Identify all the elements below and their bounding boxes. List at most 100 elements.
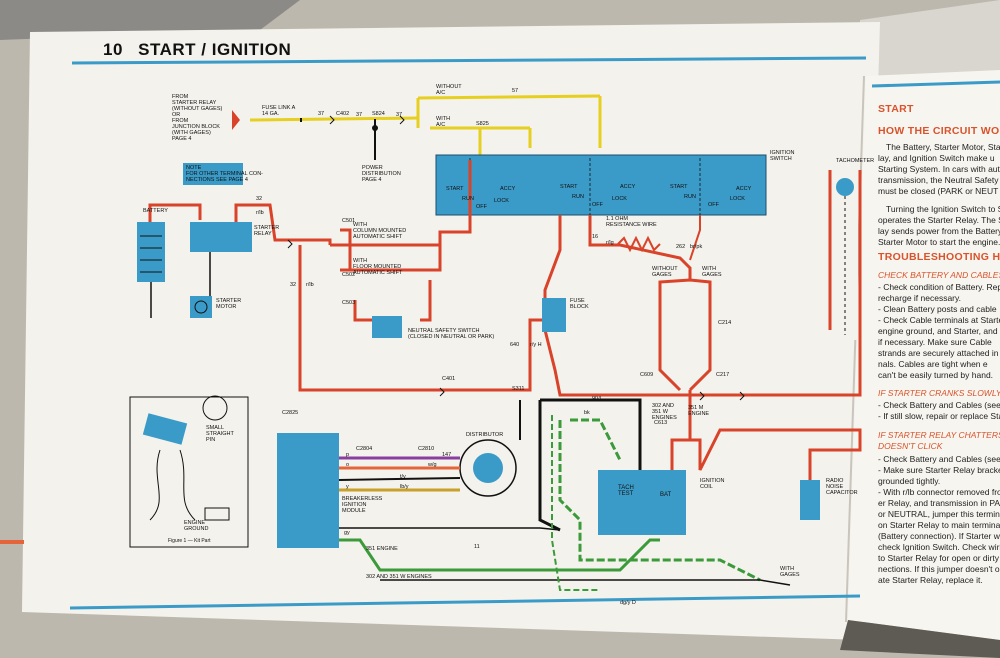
check-line: nals. Cables are tight when e [878, 359, 988, 369]
wire-ty: t/y [400, 474, 406, 480]
yellow-wire [249, 116, 419, 122]
label-starter-relay: STARTER RELAY [254, 225, 280, 237]
wire-wg: w/g [428, 462, 437, 468]
label-without-ac: WITHOUT A/C [436, 84, 462, 96]
page-title: START / IGNITION [138, 40, 292, 59]
switch-accy-1: ACCY [500, 186, 516, 192]
note-text: NOTE FOR OTHER TERMINAL CON- NECTIONS SE… [186, 165, 264, 183]
switch-start-3: START [670, 184, 688, 190]
label-power-distribution: POWER DISTRIBUTION PAGE 4 [362, 165, 401, 183]
circuit-line: transmission, the Neutral Safety [878, 175, 999, 185]
wire-904: 904 [592, 396, 602, 402]
label-302-351w: 302 AND 351 W ENGINES [652, 403, 677, 421]
wire-s311: S311 [512, 386, 525, 392]
check-line: - Check Cable terminals at Starter R [878, 315, 1000, 325]
starter-relay-body [190, 222, 252, 252]
switch-off-1: OFF [476, 204, 487, 210]
wire-rlg-a: r/lg [606, 240, 614, 246]
wire-p: p [346, 452, 350, 458]
wire-32b: 32 [290, 282, 297, 288]
section-trouble-title: TROUBLESHOOTING HINTS [878, 251, 1000, 263]
wire-rlb-b: r/lb [306, 282, 314, 288]
label-tachometer: TACHOMETER [836, 158, 875, 164]
switch-accy-2: ACCY [620, 184, 636, 190]
check-line: recharge if necessary. [878, 293, 961, 303]
wire-c503: C503 [342, 300, 356, 306]
wire-37b: 37 [356, 112, 363, 118]
check-line: - Clean Battery posts and cable [878, 304, 997, 314]
wire-147: 147 [442, 452, 452, 458]
circuit-line: The Battery, Starter Motor, Star [886, 142, 1000, 152]
check-battery-title: CHECK BATTERY AND CABLES [878, 270, 1000, 280]
label-with-ac: WITH A/C [436, 116, 451, 128]
chatter-line: - Make sure Starter Relay brackets are [878, 465, 1000, 475]
label-bat: BAT [660, 492, 672, 498]
circuit-line: lay sends power from the Battery [878, 226, 1000, 236]
breakerless-module [277, 433, 339, 548]
label-351m: 351 M ENGINE [688, 405, 710, 417]
right-page-text: START HOW THE CIRCUIT WORKS The Battery,… [872, 92, 1000, 612]
battery-body [137, 222, 165, 282]
wire-32a: 32 [256, 196, 263, 202]
wire-c402: C402 [336, 111, 350, 117]
circuit-line: Turning the Ignition Switch to S [886, 204, 1000, 214]
label-neutral-safety: NEUTRAL SAFETY SWITCH (CLOSED IN NEUTRAL… [408, 328, 495, 340]
circuit-line: must be closed (PARK or NEUT [878, 186, 999, 196]
wire-c401: C401 [442, 376, 456, 382]
wire-brpk: br/pk [690, 244, 703, 250]
wire-262: 262 [676, 244, 686, 250]
switch-off-3: OFF [708, 202, 719, 208]
slow-line: - If still slow, repair or replace Start [878, 411, 1000, 421]
section-start-title: START [878, 103, 914, 115]
wire-bk: bk [584, 410, 590, 416]
label-small-pin: SMALL STRAIGHT PIN [206, 425, 234, 443]
switch-off-2: OFF [592, 202, 603, 208]
wire-c2804: C2804 [356, 446, 373, 452]
wire-gy: gy [344, 530, 350, 536]
label-302-351w-engines: 302 AND 351 W ENGINES [366, 574, 432, 580]
check-line: if necessary. Make sure Cable [878, 337, 992, 347]
label-starter-motor: STARTER MOTOR [216, 298, 242, 310]
switch-run-3: RUN [684, 194, 696, 200]
switch-start-2: START [560, 184, 578, 190]
figure-caption: Figure 1 — Kit Part [168, 538, 211, 544]
switch-run-2: RUN [572, 194, 584, 200]
chatter-line: to Starter Relay for open or dirty con- [878, 553, 1000, 563]
label-from-starter-relay: FROM STARTER RELAY (WITHOUT GAGES) OR FR… [172, 94, 223, 142]
chatter-line: on Starter Relay to main terminal [878, 520, 1000, 530]
label-floor-shift: WITH FLOOR MOUNTED AUTOMATIC SHIFT [353, 258, 403, 276]
wire-37a: 37 [318, 111, 325, 117]
label-351-engine: 351 ENGINE [366, 546, 398, 552]
label-resistance-wire: 1.1 OHM RESISTANCE WIRE [606, 216, 657, 228]
circuit-line: lay, and Ignition Switch make u [878, 153, 995, 163]
wire-dgy: dg/y D [620, 600, 636, 606]
wire-y: y [346, 484, 349, 490]
note-box [183, 163, 243, 185]
chatter-line: nections. If this jumper doesn't oper- [878, 564, 1000, 574]
wire-o: o [346, 462, 350, 468]
label-tach-test: TACH TEST [618, 485, 634, 497]
label-battery: BATTERY [143, 208, 168, 214]
wire-37c: 37 [396, 112, 403, 118]
switch-accy-3: ACCY [736, 186, 752, 192]
wire-c501: C501 [342, 218, 356, 224]
wire-16a: 16 [592, 234, 599, 240]
label-fuse-link: FUSE LINK A 14 GA. [262, 105, 296, 117]
chatters-title: IF STARTER RELAY CHATTERS O [878, 430, 1000, 440]
switch-lock-3: LOCK [730, 196, 745, 202]
wire-s825: S825 [476, 121, 489, 127]
wire-rlb-a: r/lb [256, 210, 264, 216]
check-line: can't be easily turned by hand. [878, 370, 994, 380]
circuit-line: Starting System. In cars with aut [878, 164, 1000, 174]
wire-c502: C502 [342, 272, 356, 278]
ignition-switch-box [435, 154, 767, 216]
label-engine-ground: ENGINE GROUND [184, 520, 209, 532]
chatter-line: - Check Battery and Cables (see above [878, 454, 1000, 464]
circuit-line: Starter Motor to start the engine. [878, 237, 1000, 247]
switch-lock-2: LOCK [612, 196, 627, 202]
check-line: engine ground, and Starter, and c [878, 326, 1000, 336]
wire-c2810: C2810 [418, 446, 435, 452]
label-with-gages-bottom: WITH GAGES [780, 566, 800, 578]
switch-run-1: RUN [462, 196, 474, 202]
switch-start-1: START [446, 186, 464, 192]
